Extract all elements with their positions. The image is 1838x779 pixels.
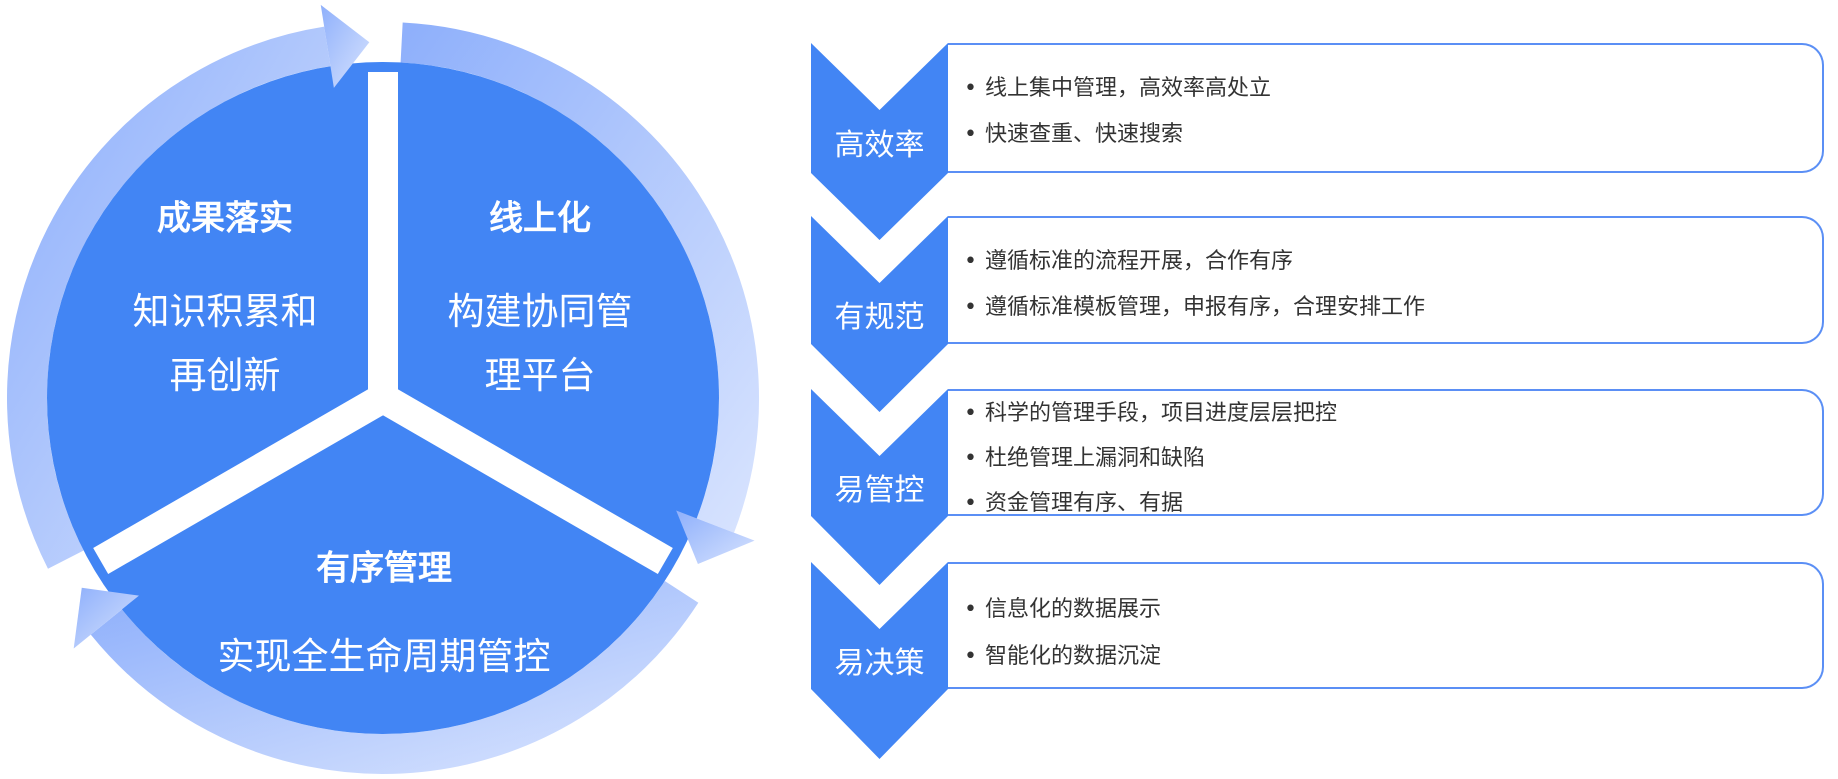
feature-bullet: 遵循标准模板管理，申报有序，合理安排工作 [964, 289, 1425, 321]
feature-label-standard: 有规范 [834, 300, 925, 335]
chevron-arrow-icon [811, 389, 948, 585]
segment-divider [93, 385, 391, 574]
ring-arc [7, 26, 331, 569]
chevron-arrow-icon [811, 562, 948, 759]
segment-text-results-2: 再创新 [169, 354, 281, 397]
ring-arc [90, 580, 699, 774]
cycle-arrows [73, 4, 755, 649]
cycle-ring [7, 22, 759, 774]
cycle-arrowhead-icon [320, 4, 370, 88]
segment-title-online: 线上化 [489, 198, 591, 239]
segment-text-results-1: 知识积累和 [132, 290, 318, 333]
feature-bullet: 遵循标准的流程开展，合作有序 [964, 243, 1293, 275]
cycle-arrowhead-icon [676, 510, 755, 565]
segment-divider [375, 385, 673, 574]
cycle-arrowhead-icon [73, 587, 139, 649]
ring-arc [400, 22, 759, 533]
segment-title-management: 有序管理 [316, 548, 452, 589]
chevron-arrow-icon [811, 216, 948, 412]
feature-label-decision: 易决策 [834, 646, 925, 681]
feature-bullet: 杜绝管理上漏洞和缺陷 [964, 440, 1205, 472]
feature-label-control: 易管控 [834, 473, 925, 508]
feature-bullet: 线上集中管理，高效率高处立 [964, 70, 1271, 102]
feature-bullet: 科学的管理手段，项目进度层层把控 [964, 395, 1337, 427]
segment-title-results: 成果落实 [157, 198, 293, 239]
feature-box-decision: 信息化的数据展示 智能化的数据沉淀 [948, 562, 1824, 689]
feature-box-standard: 遵循标准的流程开展，合作有序 遵循标准模板管理，申报有序，合理安排工作 [948, 216, 1824, 344]
feature-bullet: 信息化的数据展示 [964, 591, 1161, 623]
segment-text-online-1: 构建协同管 [447, 290, 633, 333]
feature-bullet: 快速查重、快速搜索 [964, 116, 1183, 148]
cycle-gaps [93, 72, 673, 574]
feature-box-efficiency: 线上集中管理，高效率高处立 快速查重、快速搜索 [948, 43, 1824, 173]
feature-bullet: 智能化的数据沉淀 [964, 638, 1161, 670]
segment-text-online-2: 理平台 [484, 354, 596, 397]
chevron-column [811, 43, 948, 759]
segment-text-management-1: 实现全生命周期管控 [217, 635, 551, 678]
feature-bullet: 资金管理有序、有据 [964, 485, 1183, 517]
feature-label-efficiency: 高效率 [834, 128, 925, 163]
feature-box-control: 科学的管理手段，项目进度层层把控 杜绝管理上漏洞和缺陷 资金管理有序、有据 [948, 389, 1824, 516]
chevron-arrow-icon [811, 43, 948, 240]
